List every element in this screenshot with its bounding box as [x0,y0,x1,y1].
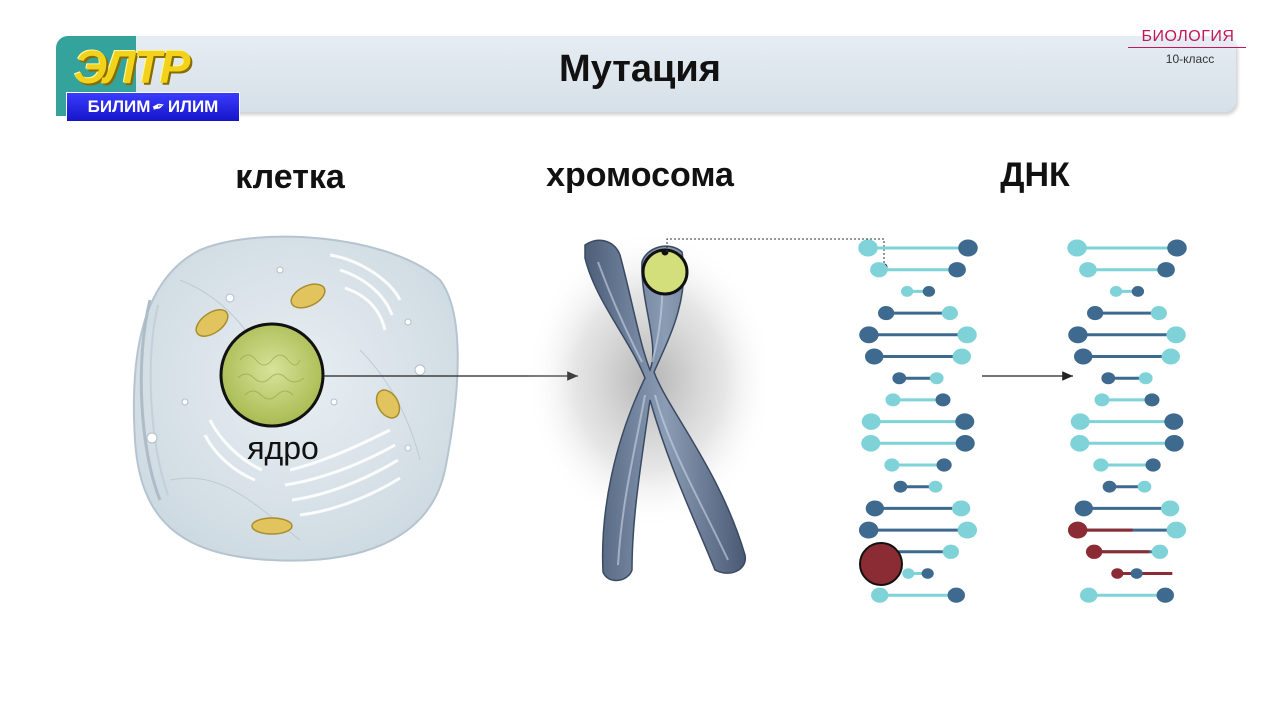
dna-base-right [1138,372,1153,385]
dna-base-right [1167,239,1187,257]
subject-underline [1128,47,1246,48]
dna-base-right [1166,326,1186,344]
dna-base-left [1080,587,1098,603]
dna-base-left [1093,458,1109,472]
dna-base-right [1164,435,1184,452]
dna-base-left [900,286,914,297]
dna-base-left [1109,286,1123,297]
chromosome-label: хромосома [546,156,734,194]
channel-logo: ЭЛТР БИЛИМ ✒ ИЛИМ [56,36,242,126]
dna-base-right [928,480,943,493]
dna-base-right [1137,480,1152,493]
dna-base-right [952,348,972,365]
dna-base-right [1131,286,1145,297]
dna-base-left [1070,413,1090,430]
dna-base-left [861,413,881,430]
dna-base-right [1161,500,1180,517]
dna-base-right [936,458,952,472]
dna-base-right [929,372,944,385]
dna-base-right [955,413,975,430]
dna-base-left [865,500,884,517]
dna-mutated [1067,239,1187,603]
dna-base-left [859,326,879,344]
dna-base-right [942,544,960,559]
dna-base-right [1156,587,1174,603]
dna-base-left [1079,262,1097,278]
dna-base-left [861,435,881,452]
dna-base-left [1087,306,1104,321]
chromosome [525,230,775,582]
dna-base-left [878,306,895,321]
subject-label: БИОЛОГИЯ [1141,28,1235,45]
dna-base-right [957,326,977,344]
dna-base-right [922,286,936,297]
dna-base-left [1070,435,1090,452]
dna-base-left [1067,239,1087,257]
dna-base-left [1073,348,1093,365]
dna-base-right [1151,544,1169,559]
dna-base-right [1144,393,1160,407]
dna-base-left [1102,480,1117,493]
dna-base-right [958,239,978,257]
dna-base-right [947,587,965,603]
dna-base-right [948,262,966,278]
dna-base-left [902,568,915,579]
logo-right-text: ИЛИМ [167,97,219,116]
nucleus-label: ядро [247,430,319,466]
dna-original [858,239,978,603]
mutation-highlight [859,542,903,586]
dna-base-right [957,521,978,539]
nucleus [219,322,325,428]
dna-base-left [893,480,908,493]
chromosome-highlight [641,248,689,296]
dna-base-left [1074,500,1093,517]
cell-label: клетка [235,158,345,196]
dna-base-right [1157,262,1175,278]
logo-mark: ЭЛТР [74,41,190,93]
zoom-connector [666,238,885,266]
dna-base-left [892,372,907,385]
dna-base-right [1130,568,1143,579]
dna-base-right [1145,458,1161,472]
dna-base-right [935,393,951,407]
dna-label: ДНК [1000,156,1070,194]
dna-base-right [955,435,975,452]
dna-base-right [1166,521,1187,539]
logo-bar: БИЛИМ ✒ ИЛИМ [66,92,240,122]
dna-base-left [858,521,879,539]
page-title: Мутация [559,48,721,90]
grade-label: 10-класс [1165,52,1215,66]
dna-base-right [1161,348,1181,365]
dna-base-left [1094,393,1110,407]
logo-left-text: БИЛИМ [87,97,151,116]
dna-base-left [884,458,900,472]
title-banner [58,36,1236,112]
dna-base-left [864,348,884,365]
dna-base-right [921,568,934,579]
dna-base-left [885,393,901,407]
dna-base-left [1101,372,1116,385]
dna-base-right [1164,413,1184,430]
dna-base-right [941,306,958,321]
dna-base-left [1068,326,1088,344]
dna-base-left [870,262,888,278]
dna-base-left [871,587,889,603]
dna-base-right [1150,306,1167,321]
dna-base-left [858,239,878,257]
dna-base-right [952,500,971,517]
cell [132,235,459,562]
